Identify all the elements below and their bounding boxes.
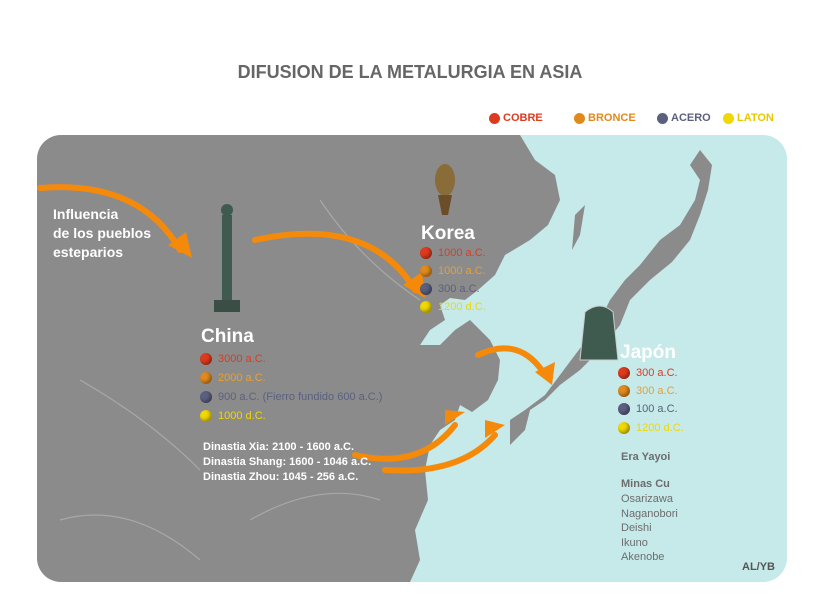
page-title: DIFUSION DE LA METALURGIA EN ASIA: [237, 62, 583, 82]
china-steel-date: 900 a.C. (Fierro fundido 600 a.C.): [218, 391, 383, 403]
mine-item: Deishi: [621, 522, 652, 534]
china-bronze-date: 2000 a.C.: [218, 372, 266, 384]
island: [572, 205, 585, 250]
japan-label: Japón: [620, 342, 676, 363]
japan-steel-date: 100 a.C.: [636, 403, 678, 415]
japan-brass-date: 1200 d.C.: [636, 422, 684, 434]
arrow-heads: [168, 232, 555, 438]
brass-ball-icon: [420, 301, 432, 313]
legend-acero: ACERO: [657, 112, 711, 124]
steel-dot-icon: [657, 112, 668, 124]
rivers: [59, 199, 421, 561]
steppe-influence-label: Influencia de los pueblos esteparios: [53, 206, 152, 260]
diffusion-arrows: [37, 184, 548, 474]
brass-ball-icon: [200, 410, 212, 422]
steel-ball-icon: [420, 283, 432, 295]
brass-ball-icon: [618, 422, 630, 434]
japan-bell-icon: [579, 305, 619, 361]
dynasty-shang: Dinastia Shang: 1600 - 1046 a.C.: [203, 456, 372, 468]
mines-title: Minas Cu: [621, 478, 670, 490]
china-statue-icon: [214, 204, 240, 312]
brass-dot-icon: [723, 112, 734, 124]
korea-copper-date: 1000 a.C.: [438, 247, 486, 259]
legend-label: COBRE: [503, 112, 543, 124]
bronze-ball-icon: [618, 385, 630, 397]
mine-item: Osarizawa: [621, 493, 673, 505]
legend-label: ACERO: [671, 112, 711, 124]
legend-cobre: COBRE: [489, 112, 543, 124]
copper-ball-icon: [618, 367, 630, 379]
legend-label: BRONCE: [588, 112, 636, 124]
steel-ball-icon: [618, 403, 630, 415]
legend-bronce: BRONCE: [574, 112, 636, 124]
mines-list: Osarizawa Naganobori Deishi Ikuno Akenob…: [621, 492, 678, 565]
dynasty-xia: Dinastia Xia: 2100 - 1600 a.C.: [203, 441, 355, 453]
dynasty-zhou: Dinastia Zhou: 1045 - 256 a.C.: [203, 471, 359, 483]
china-label: China: [201, 326, 254, 347]
mine-item: Ikuno: [621, 536, 648, 549]
bronze-dot-icon: [574, 112, 585, 124]
korea-bronze-date: 1000 a.C.: [438, 265, 486, 277]
china-dynasties: Dinastia Xia: 2100 - 1600 a.C. Dinastia …: [203, 440, 371, 485]
japan-era: Era Yayoi: [621, 451, 671, 463]
copper-ball-icon: [200, 353, 212, 365]
korea-steel-date: 300 a.C.: [438, 283, 480, 295]
mine-item: Naganobori: [621, 507, 678, 520]
korea-crown-icon: [435, 164, 455, 215]
japan-copper-date: 300 a.C.: [636, 367, 678, 379]
bronze-ball-icon: [420, 265, 432, 277]
mainland: [37, 135, 560, 582]
china-copper-date: 3000 a.C.: [218, 353, 266, 365]
mine-item: Akenobe: [621, 551, 665, 563]
credit: AL/YB: [742, 561, 775, 573]
china-brass-date: 1000 d.C.: [218, 410, 266, 422]
steel-ball-icon: [200, 391, 212, 403]
copper-ball-icon: [420, 247, 432, 259]
korea-label: Korea: [421, 223, 475, 244]
legend-label: LATON: [737, 112, 774, 124]
copper-dot-icon: [489, 112, 500, 124]
legend-laton: LATON: [723, 112, 774, 124]
korea-brass-date: 1200 d.C.: [438, 301, 486, 313]
bronze-ball-icon: [200, 372, 212, 384]
japan-bronze-date: 300 a.C.: [636, 385, 678, 397]
